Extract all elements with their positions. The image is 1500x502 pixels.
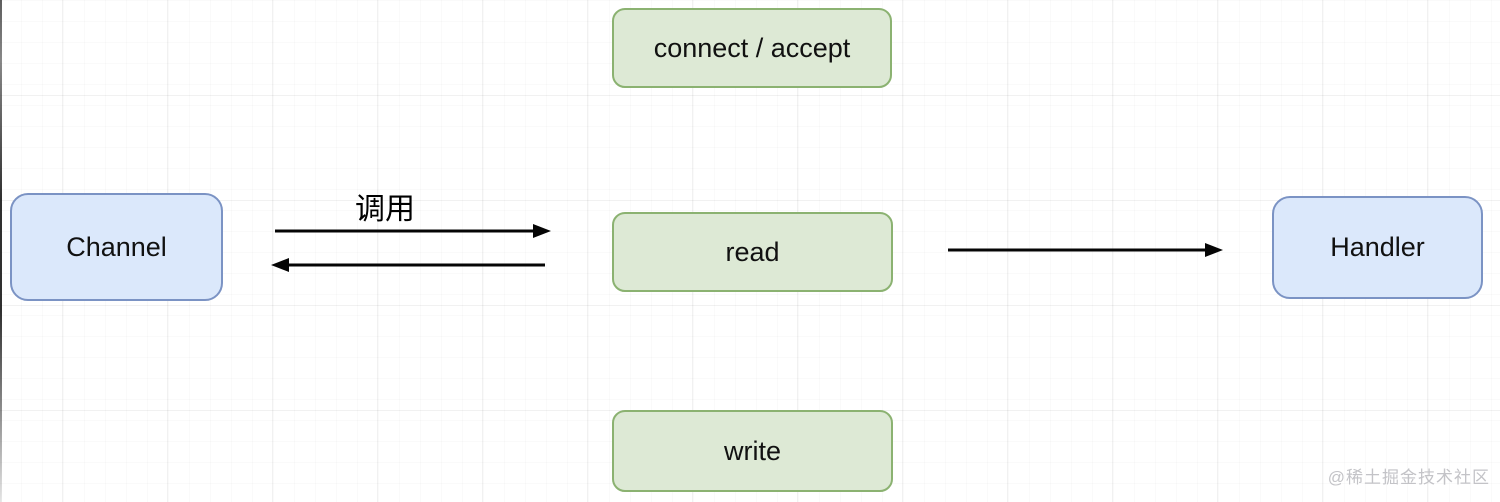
node-channel[interactable]: Channel bbox=[10, 193, 223, 301]
node-connect-accept-label: connect / accept bbox=[653, 32, 851, 63]
node-write[interactable]: write bbox=[612, 410, 893, 492]
node-handler-label: Handler bbox=[1330, 232, 1425, 262]
edge-label-invoke: 调用 bbox=[355, 193, 415, 226]
node-write-label: write bbox=[723, 435, 781, 466]
screen-edge-artifact bbox=[0, 0, 2, 502]
node-read-label: read bbox=[725, 236, 780, 267]
node-handler[interactable]: Handler bbox=[1272, 196, 1483, 299]
node-read[interactable]: read bbox=[612, 212, 893, 292]
watermark: @稀土掘金技术社区 bbox=[1327, 468, 1490, 487]
node-channel-label: Channel bbox=[66, 231, 167, 262]
node-connect-accept[interactable]: connect / accept bbox=[612, 8, 892, 88]
